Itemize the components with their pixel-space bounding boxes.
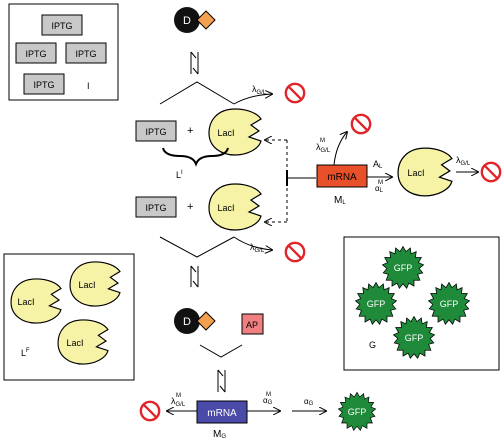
- degradation-icon: [284, 241, 306, 263]
- complex-brace: [162, 147, 229, 167]
- iptg-chip-bg: [41, 14, 83, 36]
- iptg-chip-label: IPTG: [75, 49, 96, 59]
- repression-line: [286, 170, 316, 186]
- equilibrium-arrows-mid: [190, 265, 199, 288]
- gfp-product: GFP: [338, 392, 376, 431]
- ap-label: AP: [246, 320, 258, 330]
- gfp-pool-item: GFP: [367, 299, 386, 309]
- gfp-pool-box: GFP GFP GFP GFP G: [343, 236, 500, 371]
- row2-iptg: IPTG: [135, 196, 177, 218]
- rate-alpha-g-m-sup: M: [266, 392, 271, 398]
- row1-lacl-label: LacI: [217, 128, 234, 138]
- rate-deg-lacl: λG/L: [456, 155, 471, 167]
- iptg-chip: IPTG: [41, 14, 83, 36]
- row1-iptg: IPTG: [135, 120, 177, 142]
- row1-iptg-label: IPTG: [145, 127, 166, 137]
- equilibrium-arrows-top: [190, 51, 199, 75]
- lacl-pool-item: LacI: [78, 280, 95, 290]
- row2-lacl: LacI: [208, 183, 262, 231]
- row1-plus: +: [187, 125, 193, 137]
- rate-alpha-l: αL: [375, 184, 384, 194]
- degradation-icon: [480, 161, 502, 183]
- iptg-chip-label: IPTG: [51, 21, 72, 31]
- translation-l: AL M αL: [367, 159, 392, 194]
- lacl-product-label: LacI: [407, 168, 424, 178]
- iptg-pool-label: I: [87, 81, 90, 91]
- degradation-top: λG/L: [233, 82, 306, 105]
- row2-plus: +: [187, 201, 193, 213]
- d-ligand-icon: [174, 7, 200, 33]
- lacl-product: LacI: [397, 147, 453, 197]
- lacl-protein-icon: [397, 147, 453, 197]
- degradation-mrna-l: λG/L M: [316, 113, 372, 166]
- row1-lacl: LacI: [208, 108, 262, 156]
- d-label: D: [183, 316, 191, 328]
- equilibrium-arrows-bottom: [217, 369, 226, 393]
- iptg-chip: IPTG: [23, 73, 65, 95]
- iptg-chip: IPTG: [15, 42, 57, 64]
- row2-iptg-label: IPTG: [145, 203, 166, 213]
- mrna-l: mRNA ML: [316, 164, 368, 206]
- degradation-icon: [284, 82, 306, 104]
- dashed-feedback: [265, 140, 288, 222]
- translation-g: M αG αG: [247, 392, 326, 411]
- lacl-pool-box: LacI LacI LacI LF: [3, 253, 135, 381]
- gfp-pool-item: GFP: [440, 299, 459, 309]
- rate-alpha-g: αG: [304, 397, 314, 407]
- iptg-chip-label: IPTG: [25, 49, 46, 59]
- rate-alpha-g-m: αG: [263, 396, 273, 406]
- gfp-product-label: GFP: [348, 407, 367, 417]
- gfp-pool-label: G: [369, 340, 376, 350]
- lacl-pool-item: LacI: [66, 338, 83, 348]
- diamond-tag-icon: [196, 10, 216, 30]
- mrna-g: mRNA MG: [196, 400, 248, 440]
- top-branch-lines: [159, 81, 235, 105]
- gfp-pool-item: GFP: [394, 263, 413, 273]
- rate-alpha-l-sup: M: [378, 180, 383, 186]
- mrna-g-label: mRNA: [207, 408, 237, 419]
- diamond-tag-icon: [196, 311, 216, 331]
- rate-deg-mid: λG/L: [250, 242, 265, 254]
- degradation-icon: [139, 400, 161, 422]
- top-d-complex: D: [174, 7, 216, 33]
- rate-deg-mrna-l: λG/L: [316, 142, 331, 154]
- rate-deg-mrna-g: λG/L: [171, 396, 186, 408]
- gfp-pool-item: GFP: [405, 333, 424, 343]
- rate-deg-top: λG/L: [252, 84, 267, 96]
- rate-deg-mrna-l-sup: M: [320, 138, 325, 144]
- mrna-l-label: mRNA: [327, 172, 357, 183]
- bottom-branch-lines: [199, 344, 243, 358]
- brace-label: LI: [176, 170, 183, 180]
- row2-lacl-label: LacI: [217, 203, 234, 213]
- degradation-mrna-g: M λG/L: [139, 393, 197, 422]
- rate-transl-l: AL: [373, 159, 383, 170]
- iptg-pool-box: IPTG IPTG IPTG IPTG I: [8, 3, 119, 101]
- degradation-icon: [350, 113, 372, 135]
- ap-box: AP: [241, 313, 264, 335]
- mid-d-complex: D: [174, 308, 216, 334]
- mrna-l-name: ML: [334, 195, 346, 206]
- d-ligand-icon: [174, 308, 200, 334]
- d-label: D: [183, 15, 191, 27]
- iptg-chip-label: IPTG: [33, 80, 54, 90]
- mid-branch-lines: [159, 236, 235, 258]
- degradation-lacl: λG/L: [456, 155, 502, 183]
- mrna-g-name: MG: [213, 429, 226, 440]
- lacl-pool-label: LF: [21, 348, 30, 358]
- rate-deg-mrna-g-sup: M: [176, 393, 181, 399]
- lacl-pool-item: LacI: [17, 297, 34, 307]
- iptg-chip: IPTG: [65, 42, 107, 64]
- degradation-mid: λG/L: [233, 236, 306, 263]
